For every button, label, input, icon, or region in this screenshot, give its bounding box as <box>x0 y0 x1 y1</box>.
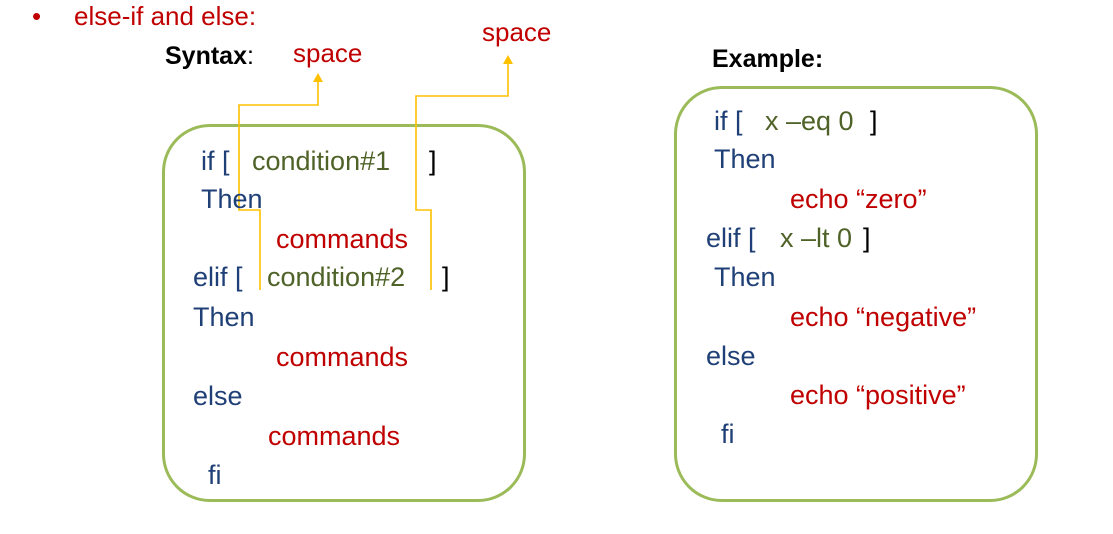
syntax-if-keyword: if [ <box>201 146 230 176</box>
syntax-then-2: Then <box>193 302 255 332</box>
syntax-elif-close: ] <box>442 262 450 292</box>
bullet-marker: • <box>32 1 42 31</box>
syntax-commands-1: commands <box>276 224 409 254</box>
syntax-if-close: ] <box>429 146 437 176</box>
syntax-heading-colon: : <box>246 42 254 70</box>
example-box <box>674 86 1038 502</box>
example-echo-positive: echo “positive” <box>790 380 966 410</box>
syntax-else-keyword: else <box>193 381 243 411</box>
example-then-2: Then <box>714 262 776 292</box>
example-heading: Example: <box>712 45 824 73</box>
example-elif-keyword: elif [ <box>706 223 756 253</box>
syntax-then-1: Then <box>201 184 263 214</box>
example-echo-zero: echo “zero” <box>790 184 927 214</box>
example-condition-1: x –eq 0 <box>765 106 854 136</box>
example-elif-close: ] <box>863 223 871 253</box>
syntax-heading: Syntax: <box>165 44 254 69</box>
syntax-commands-2: commands <box>276 342 409 372</box>
example-fi-keyword: fi <box>721 419 735 449</box>
space-callout-right: space <box>482 17 552 47</box>
syntax-fi-keyword: fi <box>208 460 222 490</box>
connector-left-arrowhead <box>313 73 323 82</box>
syntax-elif-keyword: elif [ <box>193 262 243 292</box>
example-echo-negative: echo “negative” <box>790 302 977 332</box>
bullet-title: else-if and else: <box>74 1 257 31</box>
example-if-close: ] <box>870 106 878 136</box>
syntax-heading-text: Syntax <box>165 42 247 70</box>
syntax-condition-2: condition#2 <box>267 262 406 292</box>
example-if-keyword: if [ <box>714 106 743 136</box>
space-callout-left: space <box>293 38 363 68</box>
example-else-keyword: else <box>706 341 756 371</box>
example-condition-2: x –lt 0 <box>780 223 853 253</box>
connector-right-arrowhead <box>503 55 513 64</box>
connector-left-line <box>238 80 319 290</box>
example-then-1: Then <box>714 144 776 174</box>
syntax-box <box>162 124 526 502</box>
syntax-commands-3: commands <box>268 421 401 451</box>
syntax-condition-1: condition#1 <box>252 146 391 176</box>
connector-right-line <box>415 62 509 290</box>
